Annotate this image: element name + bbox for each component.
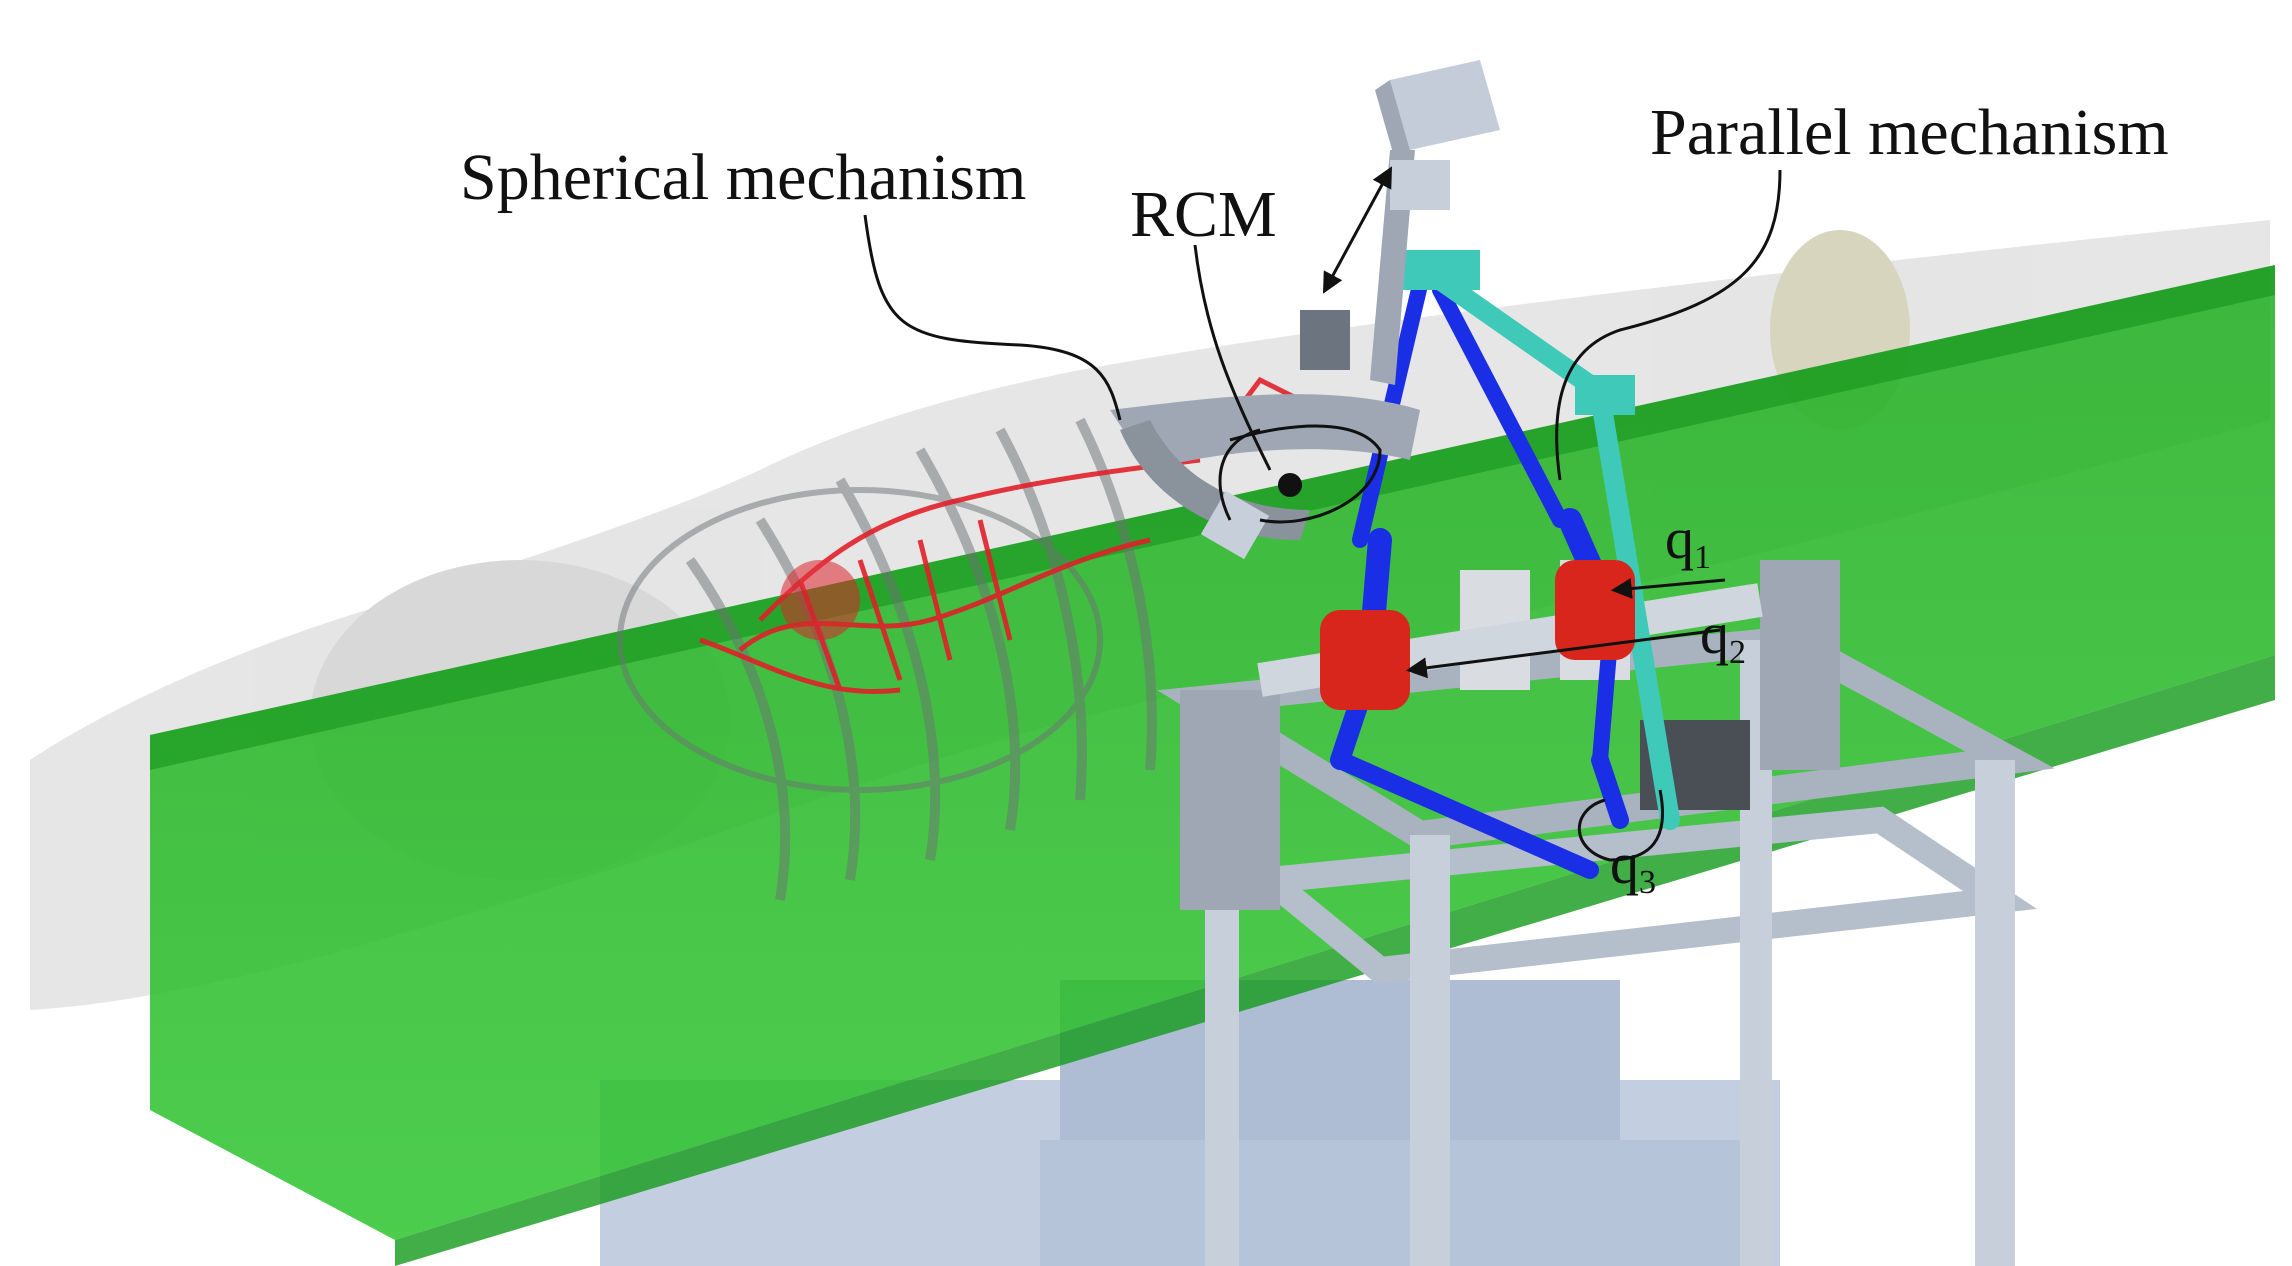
parallel-leader xyxy=(1555,169,1782,481)
q3-loop xyxy=(1577,789,1665,862)
rcm-loop-2 xyxy=(1218,428,1261,521)
spherical-leader xyxy=(863,214,1122,421)
translation-arrow xyxy=(1322,166,1393,294)
rcm-leader xyxy=(1193,244,1272,471)
red-joints xyxy=(1320,560,1635,710)
rcm-loop xyxy=(1229,424,1382,524)
q2-arrow xyxy=(1405,628,1721,679)
label-q2: q2 xyxy=(1700,601,1746,671)
annotation-arrows xyxy=(1278,166,1726,679)
label-q1: q1 xyxy=(1665,506,1711,576)
annotation-leaders xyxy=(863,169,1782,862)
label-q3: q3 xyxy=(1610,831,1656,901)
ribcage xyxy=(617,417,1157,901)
label-spherical-mechanism: Spherical mechanism xyxy=(460,141,1027,214)
blood-vessels xyxy=(699,376,1302,694)
label-parallel-mechanism: Parallel mechanism xyxy=(1650,96,2169,169)
label-rcm: RCM xyxy=(1130,178,1277,251)
rcm-point xyxy=(1278,473,1302,497)
robot-frame xyxy=(1157,560,2055,1266)
q1-arrow xyxy=(1610,578,1726,599)
